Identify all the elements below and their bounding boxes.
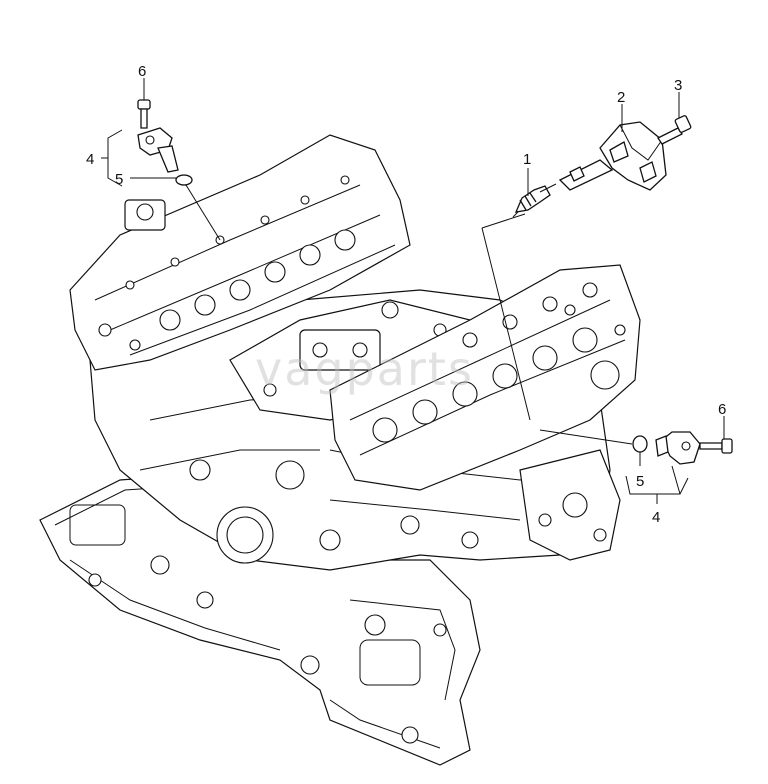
callout-3: 3 bbox=[674, 77, 682, 94]
right-sensor-part bbox=[632, 431, 733, 465]
callout-5-right: 5 bbox=[636, 473, 644, 490]
callout-2: 2 bbox=[617, 89, 625, 106]
right-cylinder-head bbox=[329, 264, 641, 491]
spark-plug-part bbox=[512, 183, 557, 218]
ignition-coil-part bbox=[558, 121, 667, 191]
left-cylinder-head bbox=[69, 134, 411, 371]
front-cover bbox=[519, 449, 621, 561]
callout-1: 1 bbox=[523, 151, 531, 168]
callout-4-right: 4 bbox=[652, 509, 660, 526]
leader-lines bbox=[101, 78, 725, 504]
coil-bolt-part bbox=[657, 115, 692, 145]
watermark-text: vagparts bbox=[255, 342, 474, 396]
callout-5-left: 5 bbox=[115, 171, 123, 188]
callout-4-left: 4 bbox=[86, 151, 94, 168]
callout-labels: 1 2 3 4 5 6 4 5 6 bbox=[86, 63, 726, 526]
left-sensor-part bbox=[137, 99, 193, 186]
callout-6-right: 6 bbox=[718, 401, 726, 418]
callout-6-left: 6 bbox=[138, 63, 146, 80]
